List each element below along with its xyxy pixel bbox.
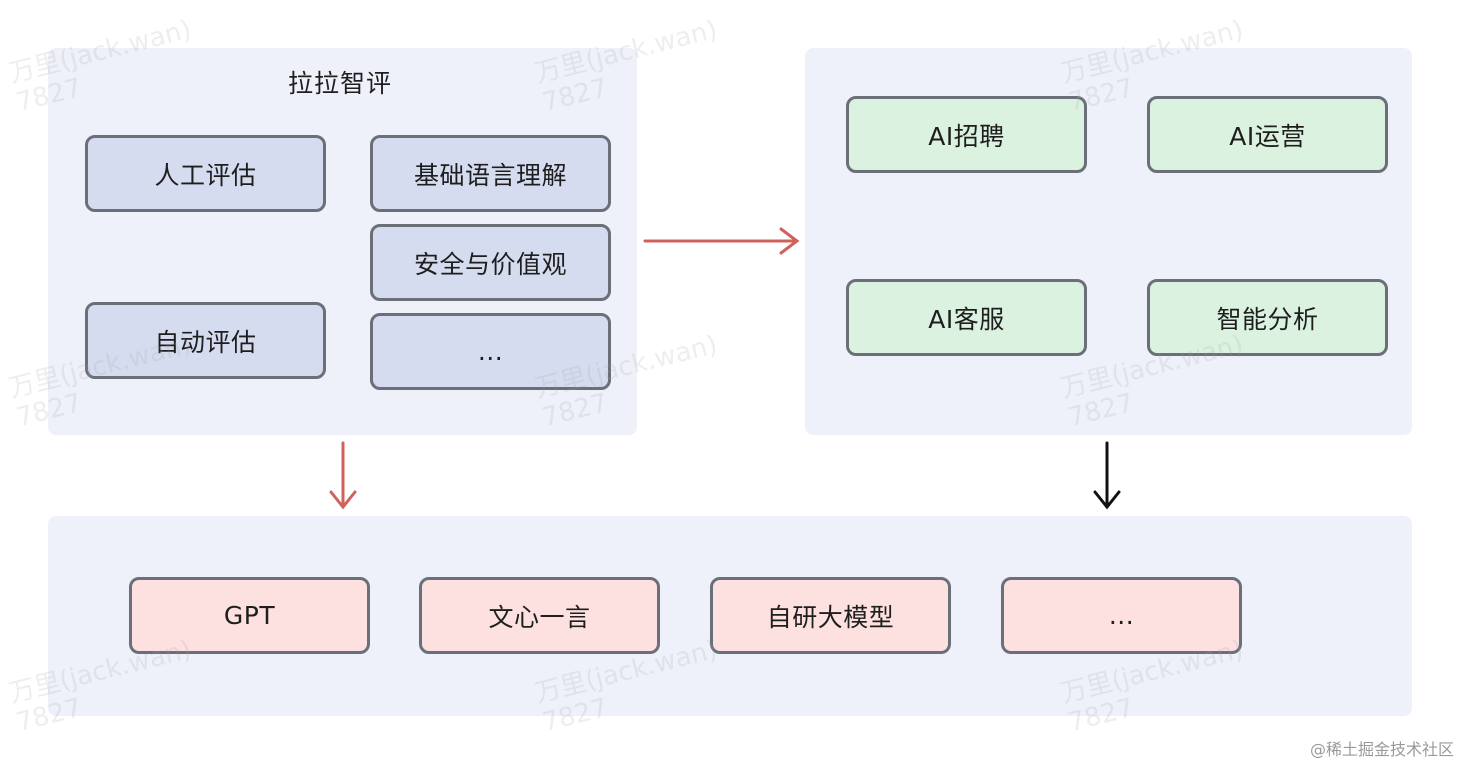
safety-values-box: 安全与价值观 (370, 224, 611, 301)
ai-recruiting-box: AI招聘 (846, 96, 1087, 173)
manual-eval-box: 人工评估 (85, 135, 326, 212)
ai-customer-service-box: AI客服 (846, 279, 1087, 356)
basic-language-box: 基础语言理解 (370, 135, 611, 212)
arrow-down-right (1093, 441, 1121, 510)
in-house-model-box: 自研大模型 (710, 577, 951, 654)
ai-operations-box: AI运营 (1147, 96, 1388, 173)
gpt-box: GPT (129, 577, 370, 654)
arrow-down-left (329, 441, 357, 510)
wenxin-box: 文心一言 (419, 577, 660, 654)
more-models-box: ... (1001, 577, 1242, 654)
panel-title: 拉拉智评 (288, 69, 393, 98)
arrow-right (643, 227, 800, 255)
source-credit: @稀土掘金技术社区 (1309, 740, 1454, 759)
more-capabilities-box: ... (370, 313, 611, 390)
auto-eval-box: 自动评估 (85, 302, 326, 379)
smart-analytics-box: 智能分析 (1147, 279, 1388, 356)
